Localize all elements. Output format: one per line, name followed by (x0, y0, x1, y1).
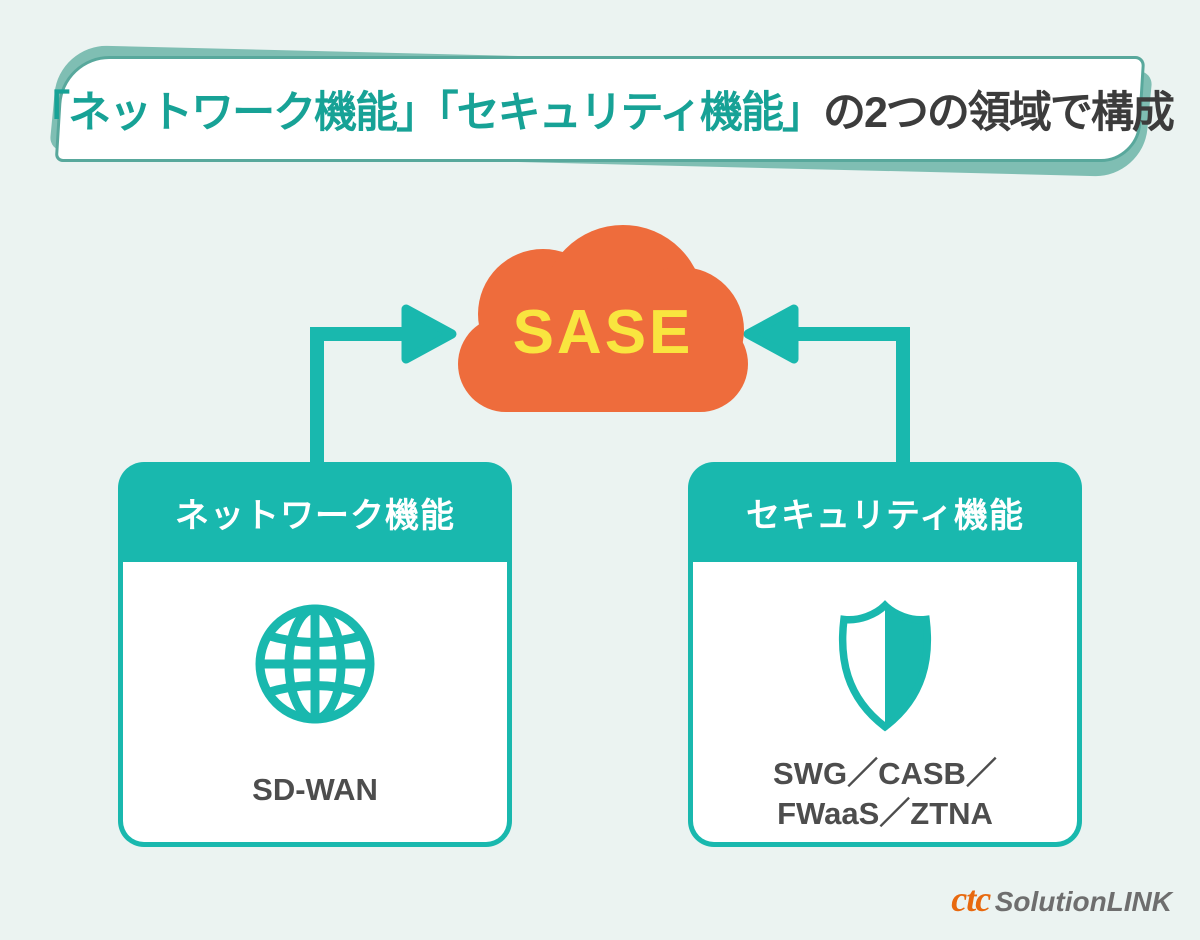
title-banner: 「ネットワーク機能」「セキュリティ機能」の2つの領域で構成 (27, 44, 1175, 178)
sase-cloud: SASE (458, 225, 748, 412)
sase-label: SASE (512, 298, 694, 367)
cloud-shape (458, 316, 748, 412)
left-arrow (310, 304, 457, 475)
security-card: セキュリティ機能 SWG／CASB／ FWaaS／ZTNA (688, 462, 1082, 847)
right-arrow (743, 304, 910, 475)
network-card-caption: SD-WAN (252, 772, 378, 807)
network-card: ネットワーク機能 SD-WAN (118, 462, 512, 847)
security-caption-line2: FWaaS／ZTNA (777, 796, 993, 831)
security-card-body: SWG／CASB／ FWaaS／ZTNA (688, 562, 1082, 847)
network-card-title: ネットワーク機能 (175, 496, 455, 535)
globe-icon (123, 602, 507, 726)
network-card-header: ネットワーク機能 (118, 462, 512, 562)
banner-title-highlight: 「ネットワーク機能」「セキュリティ機能」 (27, 89, 825, 137)
logo-solution-text: SolutionLINK (994, 886, 1172, 917)
security-card-caption: SWG／CASB／ FWaaS／ZTNA (693, 754, 1077, 834)
security-caption-line1: SWG／CASB／ (773, 756, 997, 791)
shield-icon (693, 598, 1077, 736)
ctc-solutionlink-logo: ctc SolutionLINK (951, 878, 1172, 920)
banner-title-rest: の2つの領域で構成 (823, 89, 1175, 137)
logo-ctc-text: ctc (951, 879, 991, 919)
security-card-title: セキュリティ機能 (746, 496, 1024, 535)
security-card-header: セキュリティ機能 (688, 462, 1082, 562)
banner-title: 「ネットワーク機能」「セキュリティ機能」の2つの領域で構成 (27, 56, 1175, 162)
network-card-body: SD-WAN (118, 562, 512, 847)
